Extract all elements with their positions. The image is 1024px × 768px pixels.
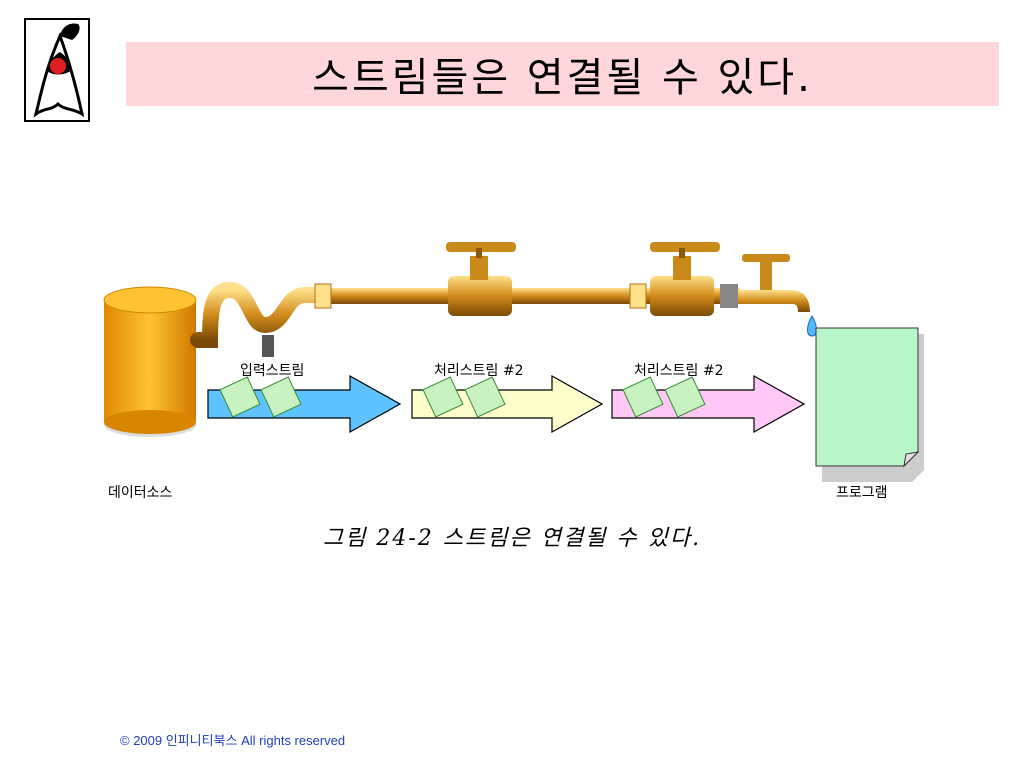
- faucet-icon: [720, 254, 817, 337]
- stream-diagram: 입력스트림 처리스트림 #2 처리스트림 #2 데이터소스 프로그램: [0, 220, 1024, 520]
- stream-label: 처리스트림 #2: [434, 363, 524, 379]
- slide-title: 스트림들은 연결될 수 있다.: [312, 55, 813, 101]
- valve-icon: [650, 242, 720, 316]
- data-packet-icon: [622, 376, 664, 418]
- stream-arrow-processing-1: [411, 374, 604, 434]
- source-label: 데이터소스: [108, 485, 173, 501]
- data-packet-icon: [260, 376, 302, 418]
- stream-label: 처리스트림 #2: [634, 363, 724, 379]
- stream-label: 입력스트림: [240, 363, 305, 379]
- s-bend-pipe-icon: [190, 281, 328, 348]
- data-packet-icon: [664, 376, 706, 418]
- data-source-tank-icon: [103, 286, 197, 437]
- data-packet-icon: [422, 376, 464, 418]
- data-packet-icon: [464, 376, 506, 418]
- stream-arrow-processing-2: [611, 374, 806, 434]
- title-bar: 스트림들은 연결될 수 있다.: [126, 42, 999, 106]
- program-document-icon: [815, 327, 924, 482]
- target-label: 프로그램: [836, 485, 888, 501]
- duke-logo-icon: [24, 18, 90, 122]
- pipeline-illustration: [103, 242, 924, 482]
- data-packet-icon: [219, 376, 261, 418]
- copyright-footer: © 2009 인피니티북스 All rights reserved: [120, 733, 346, 748]
- stream-arrow-input: [207, 374, 402, 434]
- valve-icon: [446, 242, 516, 316]
- figure-caption: 그림 24-2 스트림은 연결될 수 있다.: [322, 526, 702, 551]
